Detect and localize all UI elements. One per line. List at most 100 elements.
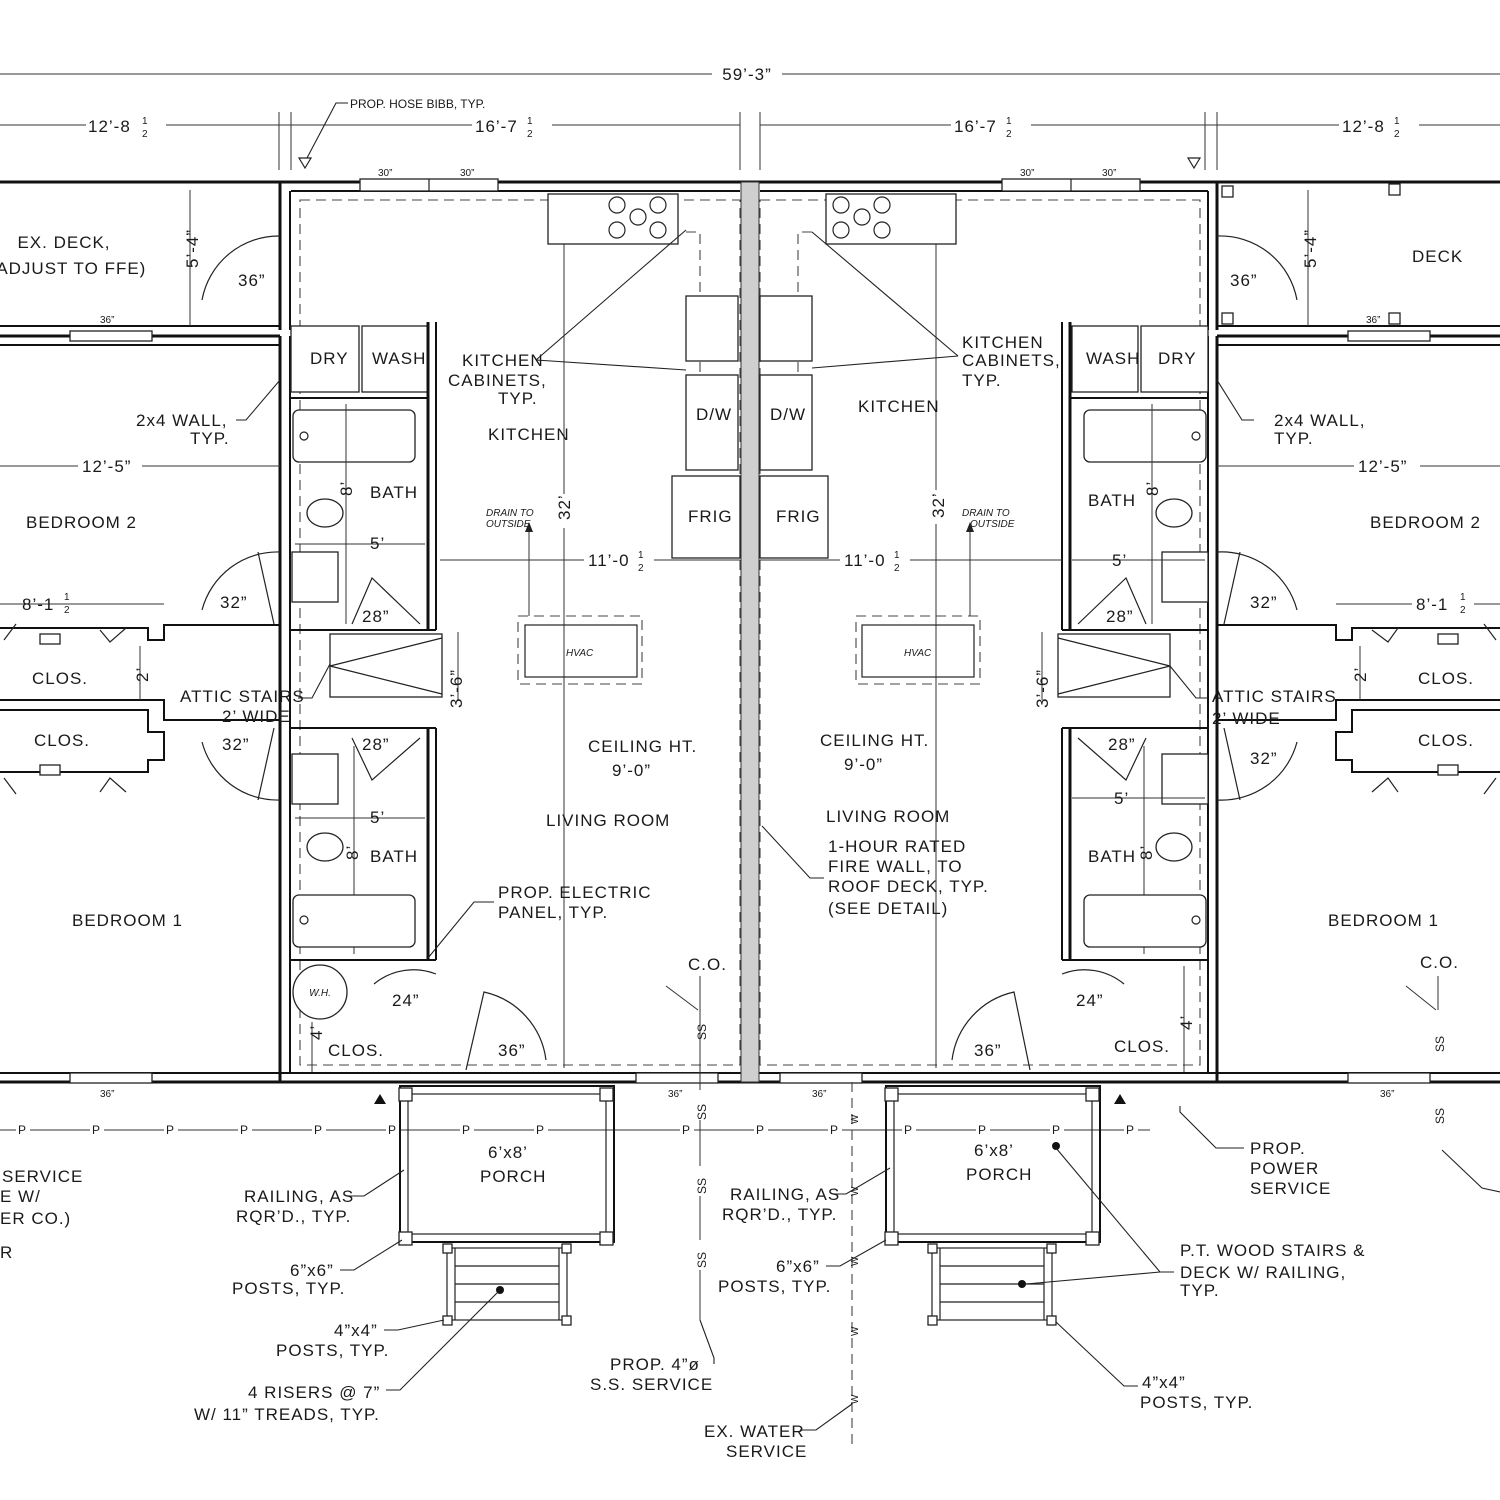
left-cleanout-label: C.O. — [688, 955, 727, 974]
left-unit-width: 16’-7 — [475, 117, 518, 136]
svg-text:3’-6”: 3’-6” — [447, 669, 466, 708]
water-heater-icon — [292, 964, 348, 1020]
left-closet-width: 8’-1 — [22, 595, 54, 614]
svg-text:2x4 WALL,: 2x4 WALL, — [136, 411, 228, 430]
svg-text:W: W — [850, 1394, 861, 1404]
svg-text:E W/: E W/ — [0, 1187, 41, 1206]
right-deck: 5’-4” DECK 36” — [1216, 183, 1462, 326]
left-unit: D/W FRIG DRY WASH 8’ BATH 5’ 28” 3’-6” — [290, 193, 741, 1072]
svg-text:36”: 36” — [974, 1041, 1002, 1060]
svg-text:DRAIN TO: DRAIN TO — [962, 508, 1010, 519]
left-bedrooms: 12’-5” BEDROOM 2 32” 8’-1 1 2 2’ CLOS. C… — [0, 379, 331, 930]
svg-text:3’-6”: 3’-6” — [1033, 669, 1052, 708]
right-bath-2-label: BATH — [1088, 847, 1136, 866]
svg-text:KITCHEN: KITCHEN — [462, 351, 544, 370]
svg-text:DECK W/ RAILING,: DECK W/ RAILING, — [1180, 1263, 1346, 1282]
svg-text:8’: 8’ — [343, 845, 362, 860]
left-range — [547, 193, 679, 245]
svg-text:TYP.: TYP. — [1180, 1281, 1220, 1300]
left-wh-closet-label: CLOS. — [328, 1041, 384, 1060]
svg-text:8’: 8’ — [1143, 481, 1162, 496]
right-washer-label: WASH — [1086, 349, 1140, 368]
svg-text:R: R — [0, 1243, 13, 1262]
svg-text:2: 2 — [142, 129, 148, 140]
svg-text:(ADJUST TO FFE): (ADJUST TO FFE) — [0, 259, 146, 278]
svg-text:SERVICE: SERVICE — [1250, 1179, 1331, 1198]
svg-text:SS: SS — [1433, 1108, 1447, 1124]
svg-text:30”: 30” — [1102, 168, 1116, 179]
right-living-room-label: LIVING ROOM — [826, 807, 950, 826]
svg-text:36”: 36” — [1230, 271, 1258, 290]
overall-dimension-label: 59’-3” — [722, 65, 771, 84]
svg-text:1: 1 — [638, 550, 644, 561]
fire-wall — [740, 181, 760, 1083]
right-bedroom-2-label: BEDROOM 2 — [1370, 513, 1481, 532]
svg-text:4”x4”: 4”x4” — [1142, 1373, 1186, 1392]
sewer-line: SS SS SS PROP. 4”ø S.S. SERVICE — [590, 1010, 715, 1394]
svg-text:1: 1 — [1460, 592, 1466, 603]
svg-text:36”: 36” — [668, 1089, 682, 1100]
svg-text:5’: 5’ — [1112, 551, 1127, 570]
svg-text:1: 1 — [64, 592, 70, 603]
svg-text:2: 2 — [1394, 129, 1400, 140]
right-dryer-label: DRY — [1158, 349, 1197, 368]
svg-text:PROP. HOSE BIBB, TYP.: PROP. HOSE BIBB, TYP. — [350, 97, 485, 111]
svg-text:30”: 30” — [378, 168, 392, 179]
svg-text:RQR’D., TYP.: RQR’D., TYP. — [722, 1205, 837, 1224]
svg-text:8’: 8’ — [337, 481, 356, 496]
svg-text:PANEL, TYP.: PANEL, TYP. — [498, 903, 608, 922]
svg-text:32”: 32” — [1250, 593, 1278, 612]
svg-text:4’: 4’ — [1177, 1015, 1196, 1030]
svg-text:5’-4”: 5’-4” — [183, 229, 202, 268]
segment-dimensions: 12’-8 1 2 16’-7 1 2 16’-7 1 2 12’-8 1 2 — [0, 112, 1500, 170]
svg-text:RAILING, AS: RAILING, AS — [244, 1187, 354, 1206]
water-line: W W W W W EX. WATER SERVICE — [704, 1082, 861, 1461]
svg-text:RQR’D., TYP.: RQR’D., TYP. — [236, 1207, 351, 1226]
svg-text:P: P — [1126, 1123, 1134, 1137]
svg-text:W/ 11” TREADS, TYP.: W/ 11” TREADS, TYP. — [194, 1405, 380, 1424]
left-deck: 5’-4” EX. DECK, (ADJUST TO FFE) 36” — [0, 190, 281, 326]
svg-text:FRIG: FRIG — [776, 507, 821, 526]
svg-text:EX. WATER: EX. WATER — [704, 1422, 805, 1441]
left-porch-size: 6’x8’ — [488, 1143, 528, 1162]
svg-text:SERVICE: SERVICE — [2, 1167, 83, 1186]
svg-text:P: P — [166, 1123, 174, 1137]
svg-text:ER CO.): ER CO.) — [0, 1209, 71, 1228]
svg-text:POSTS, TYP.: POSTS, TYP. — [718, 1277, 831, 1296]
svg-text:SS: SS — [1433, 1036, 1447, 1052]
right-porch-size: 6’x8’ — [974, 1141, 1014, 1160]
svg-text:W.H.: W.H. — [309, 988, 331, 999]
svg-text:W: W — [850, 1326, 861, 1336]
svg-text:5’: 5’ — [370, 534, 385, 553]
svg-text:SS: SS — [695, 1178, 709, 1194]
left-closet-1-label: CLOS. — [32, 669, 88, 688]
left-fridge — [671, 475, 741, 559]
svg-text:36”: 36” — [1366, 315, 1380, 326]
svg-text:P: P — [462, 1123, 470, 1137]
svg-text:DRAIN TO: DRAIN TO — [486, 508, 534, 519]
hose-bibb-left-icon — [297, 157, 313, 170]
svg-text:1: 1 — [1006, 116, 1012, 127]
svg-text:KITCHEN: KITCHEN — [962, 333, 1044, 352]
right-unit: D/W FRIG WASH DRY 8’ BATH 5’ 28” 3’-6” — [759, 193, 1209, 1072]
svg-text:6”x6”: 6”x6” — [290, 1261, 334, 1280]
svg-text:SS: SS — [695, 1024, 709, 1040]
svg-text:24”: 24” — [1076, 991, 1104, 1010]
svg-text:ROOF DECK, TYP.: ROOF DECK, TYP. — [828, 877, 989, 896]
svg-text:POSTS, TYP.: POSTS, TYP. — [276, 1341, 389, 1360]
svg-text:1: 1 — [1394, 116, 1400, 127]
svg-text:CABINETS,: CABINETS, — [962, 351, 1061, 370]
right-sink — [759, 295, 813, 362]
left-bedroom-2-label: BEDROOM 2 — [26, 513, 137, 532]
svg-text:RAILING, AS: RAILING, AS — [730, 1185, 840, 1204]
svg-text:P.T. WOOD STAIRS &: P.T. WOOD STAIRS & — [1180, 1241, 1366, 1260]
right-range — [825, 193, 957, 245]
svg-text:2’: 2’ — [1351, 667, 1370, 682]
svg-text:FRIG: FRIG — [688, 507, 733, 526]
svg-text:P: P — [314, 1123, 322, 1137]
svg-text:CABINETS,: CABINETS, — [448, 371, 547, 390]
svg-text:1: 1 — [527, 116, 533, 127]
svg-text:32”: 32” — [1250, 749, 1278, 768]
svg-text:28”: 28” — [362, 607, 390, 626]
svg-text:36”: 36” — [100, 1089, 114, 1100]
